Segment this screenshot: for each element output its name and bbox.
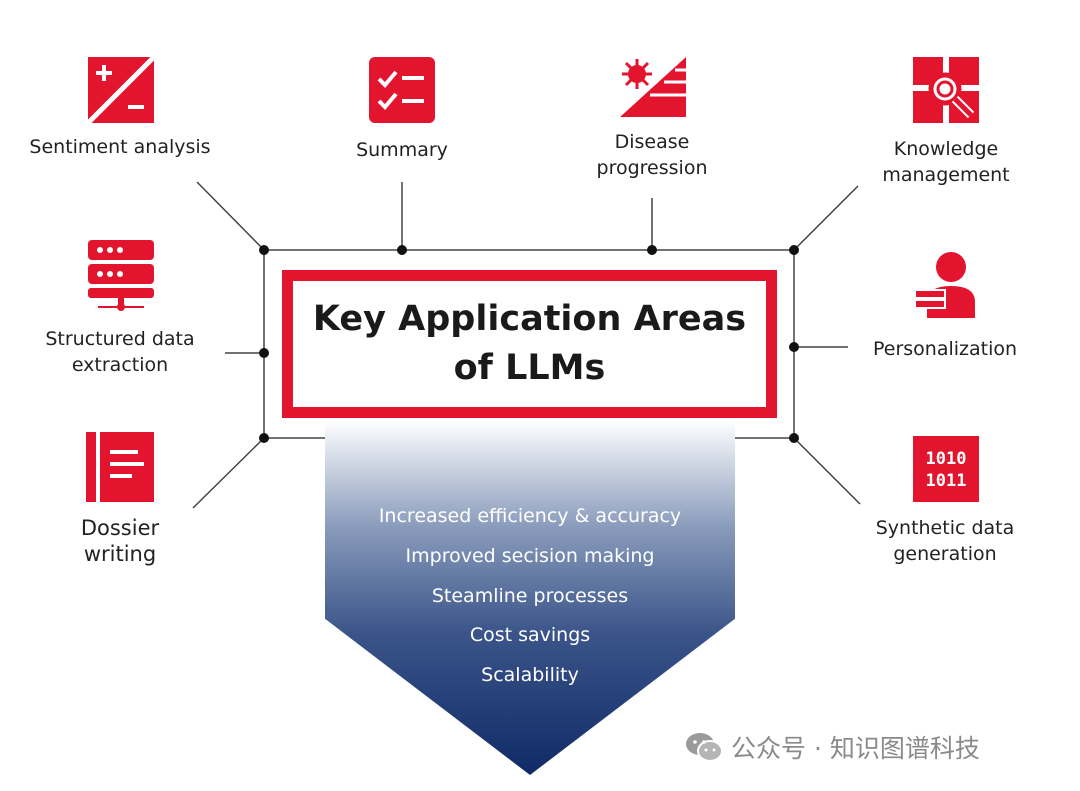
label-knowledge-management: Knowledge management: [882, 138, 1010, 186]
label-dossier-writing: Dossier writing: [80, 516, 160, 566]
person-icon: [914, 252, 975, 318]
document-icon: [86, 432, 154, 502]
benefit-item: Increased efficiency & accuracy: [378, 505, 682, 527]
node-dot: [259, 433, 269, 443]
node-dot: [647, 245, 657, 255]
connector-sentiment: [196, 181, 265, 251]
connector-dossier: [192, 437, 265, 509]
node-dot: [259, 348, 269, 358]
node-dot: [397, 245, 407, 255]
connector-knowledge: [793, 185, 859, 251]
watermark-text: 公众号 · 知识图谱科技: [731, 734, 980, 763]
page-title: Key Application Areas of LLMs: [312, 299, 747, 388]
label-structured-data-extraction: Structured data extraction: [45, 328, 195, 376]
connector-synthetic: [793, 437, 861, 505]
server-icon: [88, 240, 154, 311]
magnifier-blocks-icon: [913, 57, 979, 123]
benefit-item: Scalability: [481, 664, 579, 686]
watermark: 公众号 · 知识图谱科技: [685, 728, 980, 766]
benefit-item: Improved secision making: [405, 545, 655, 567]
checklist-icon: [369, 57, 435, 123]
center-title-box: Key Application Areas of LLMs: [282, 270, 777, 418]
wechat-icon: [686, 733, 723, 762]
node-dot: [789, 245, 799, 255]
node-dot: [259, 245, 269, 255]
node-dot: [789, 342, 799, 352]
benefit-item: Steamline processes: [431, 585, 629, 607]
label-summary: Summary: [356, 139, 448, 161]
label-synthetic-data-generation: Synthetic data generation: [875, 517, 1015, 565]
svg-text:1010: 1010: [926, 449, 967, 469]
label-personalization: Personalization: [872, 338, 1018, 360]
label-sentiment-analysis: Sentiment analysis: [29, 136, 211, 158]
label-disease-progression: Disease progression: [596, 131, 708, 179]
node-dot: [789, 433, 799, 443]
plus-minus-icon: [88, 57, 154, 123]
virus-stairs-icon: [620, 57, 686, 117]
svg-text:1011: 1011: [926, 471, 967, 491]
binary-icon: 1010 1011: [913, 436, 979, 502]
benefit-item: Cost savings: [469, 624, 591, 646]
